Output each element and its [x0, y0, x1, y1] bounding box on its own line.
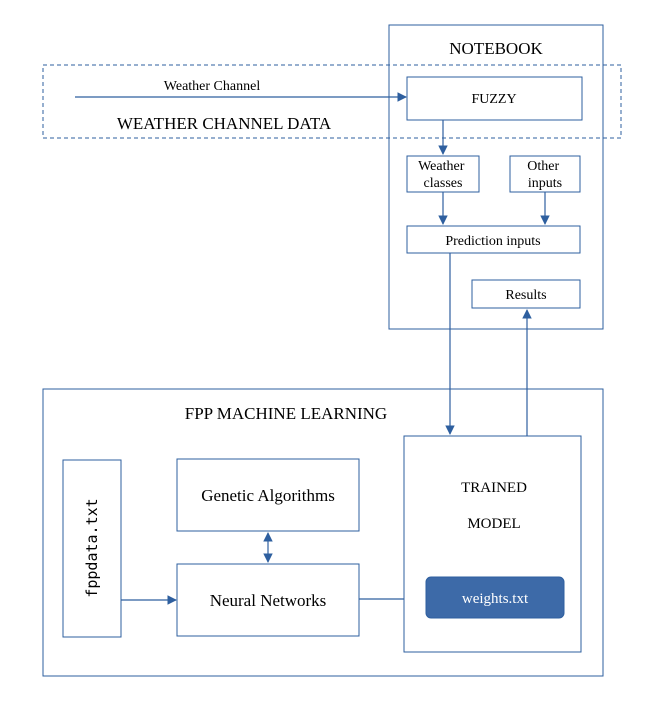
trained-model-label-line-2: MODEL: [467, 516, 520, 532]
prediction-inputs-label: Prediction inputs: [445, 234, 540, 249]
neural-networks-box: [176, 563, 360, 637]
genetic-algorithms-label: Genetic Algorithms: [201, 486, 335, 505]
weights-box: [425, 576, 565, 619]
notebook-container: [388, 24, 604, 330]
results-label: Results: [505, 288, 546, 303]
weather-channel-data-label: WEATHER CHANNEL DATA: [117, 114, 332, 133]
weather-classes-label: Weather classes: [418, 159, 468, 191]
fuzzy-box: [406, 76, 583, 121]
results-box: [471, 279, 581, 309]
genetic-algorithms-box: [176, 458, 360, 532]
notebook-title: NOTEBOOK: [449, 39, 543, 58]
other-inputs-line-2: inputs: [528, 176, 562, 191]
other-inputs-line-1: Other: [527, 159, 559, 174]
weather-channel-arrow-label: Weather Channel: [164, 79, 261, 94]
neural-networks-label: Neural Networks: [210, 591, 327, 610]
prediction-inputs-box: [406, 225, 581, 254]
fppdata-label: fppdata.txt: [83, 498, 101, 597]
fpp-ml-container: [42, 388, 604, 677]
fpp-ml-title: FPP MACHINE LEARNING: [185, 404, 387, 423]
fppdata-box: [62, 459, 122, 638]
trained-model-label-line-1: TRAINED: [461, 480, 527, 496]
weights-label: weights.txt: [462, 591, 529, 607]
trained-model-box: [403, 435, 582, 653]
fuzzy-label: FUZZY: [471, 92, 516, 107]
weather-channel-data-region: [42, 64, 622, 139]
weather-classes-line-2: classes: [424, 176, 463, 191]
other-inputs-label: Other inputs: [527, 159, 562, 191]
weather-classes-line-1: Weather: [418, 159, 465, 174]
